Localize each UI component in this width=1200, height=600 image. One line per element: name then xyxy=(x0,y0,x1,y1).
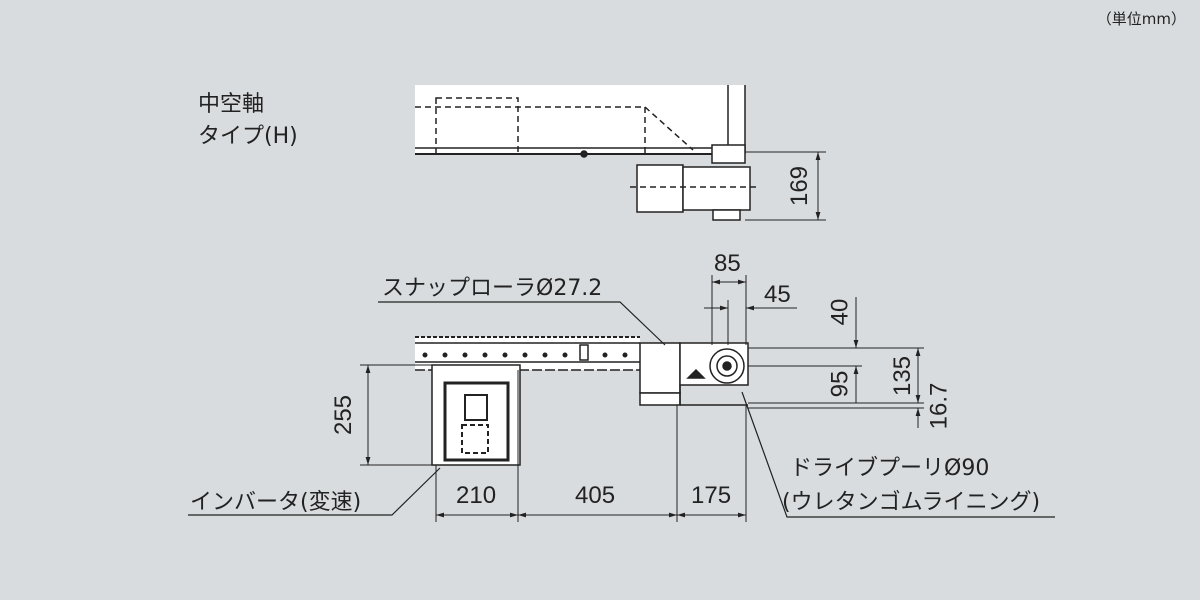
dim-255-label: 255 xyxy=(330,394,358,436)
dim-95-label: 95 xyxy=(826,370,854,398)
dim-40-label: 40 xyxy=(826,298,854,326)
inverter-callout: インバータ(変速) xyxy=(190,490,362,515)
snap-roller-callout: スナップローラØ27.2 xyxy=(382,276,603,301)
dim-85-label: 85 xyxy=(714,250,741,277)
conveyor-frame xyxy=(415,336,640,371)
type-label-line2: タイプ(H) xyxy=(198,124,298,149)
dim-45-label: 45 xyxy=(764,281,791,308)
inverter xyxy=(431,364,521,466)
dim-175-label: 175 xyxy=(691,482,732,509)
dim-169 xyxy=(745,151,826,221)
dim-135-label: 135 xyxy=(889,355,917,397)
drive-unit xyxy=(639,342,749,406)
dim-405-label: 405 xyxy=(575,482,616,509)
type-label-line1: 中空軸 xyxy=(198,92,265,117)
dim-210-label: 210 xyxy=(456,482,497,509)
dim-16-7-label: 16.7 xyxy=(925,382,953,430)
top-view-conveyor xyxy=(415,85,746,160)
drive-pulley-note: (ウレタンゴムライニング) xyxy=(782,490,1041,515)
top-view-motor xyxy=(630,144,757,221)
dim-169-label: 169 xyxy=(786,165,814,207)
leader-lines xyxy=(188,301,1055,518)
drive-pulley-callout: ドライブプーリØ90 xyxy=(790,456,990,481)
dimension-lines xyxy=(360,275,924,522)
unit-label: （単位mm） xyxy=(1096,10,1186,28)
